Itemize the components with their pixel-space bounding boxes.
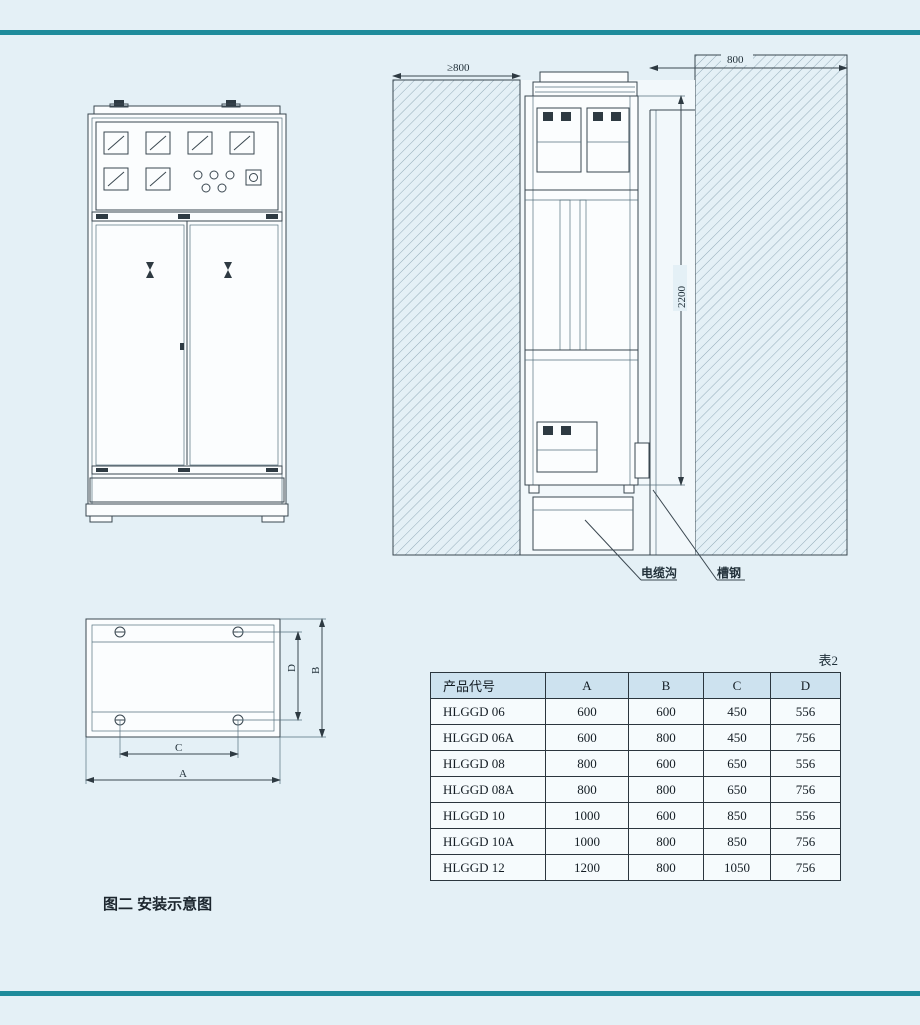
bottom-rule [0, 991, 920, 996]
cabinet-front-view [80, 100, 295, 530]
hinge-strip-bottom [91, 465, 283, 475]
door-handle-icon [146, 262, 232, 278]
product-code-cell: HLGGD 08A [430, 776, 546, 803]
indicator-lamp-icon [193, 170, 235, 193]
installation-section-view: ≥800 800 [385, 50, 855, 600]
foundation-pit [532, 496, 634, 551]
dimension-cell: 600 [628, 698, 704, 725]
dimension-cell: 650 [703, 776, 771, 803]
dim-a-label: A [179, 768, 187, 780]
dimension-cell: 556 [770, 698, 841, 725]
cabinet-plan-view: D B C A [78, 612, 348, 807]
column-header: D [770, 672, 841, 699]
control-switch-icon [245, 169, 262, 186]
channel-steel-callout: 槽钢 [652, 489, 745, 581]
column-header: B [628, 672, 704, 699]
dim-right-label: 800 [727, 54, 744, 66]
dimension-cell: 1000 [545, 802, 629, 829]
clearance-dimension-right: 800 [649, 52, 848, 71]
cabinet-section [524, 71, 650, 494]
dimension-cell: 1200 [545, 854, 629, 881]
dimension-cell: 600 [628, 750, 704, 777]
dimension-cell: 800 [628, 828, 704, 855]
wall-hatching [392, 54, 848, 556]
dimension-cell: 800 [628, 854, 704, 881]
dimension-cell: 756 [770, 854, 841, 881]
dim-c-label: C [175, 742, 182, 754]
product-code-cell: HLGGD 06 [430, 698, 546, 725]
dimension-cell: 1000 [545, 828, 629, 855]
dim-d-label: D [286, 664, 298, 672]
figure-caption: 图二 安装示意图 [103, 896, 213, 913]
dimension-cell: 800 [545, 776, 629, 803]
dimension-cell: 850 [703, 828, 771, 855]
dimension-cell: 800 [628, 776, 704, 803]
instrument-panel [95, 121, 279, 211]
dimension-cell: 450 [703, 698, 771, 725]
width-dimensions: C A [85, 720, 281, 784]
meter-icon [103, 131, 255, 155]
dimension-cell: 650 [703, 750, 771, 777]
dimension-cell: 600 [545, 724, 629, 751]
cable-trench-label: 电缆沟 [641, 565, 677, 580]
door-lock-icon [180, 343, 184, 350]
cabinet-doors [95, 221, 279, 466]
product-code-cell: HLGGD 08 [430, 750, 546, 777]
ventilation-grille [89, 477, 285, 503]
dimension-cell: 556 [770, 750, 841, 777]
dimension-cell: 450 [703, 724, 771, 751]
dimension-cell: 600 [628, 802, 704, 829]
clearance-dimension-left: ≥800 [392, 60, 521, 79]
column-header: A [545, 672, 629, 699]
meter-icon [103, 167, 171, 191]
column-header: C [703, 672, 771, 699]
product-code-cell: HLGGD 10A [430, 828, 546, 855]
product-code-cell: HLGGD 12 [430, 854, 546, 881]
dimension-cell: 800 [545, 750, 629, 777]
dimension-cell: 600 [545, 698, 629, 725]
column-header: 产品代号 [430, 672, 546, 699]
dimension-cell: 850 [703, 802, 771, 829]
height-dimension: 2200 [638, 95, 688, 486]
product-code-cell: HLGGD 06A [430, 724, 546, 751]
top-rule [0, 30, 920, 35]
channel-steel-label: 槽钢 [717, 565, 741, 580]
dim-b-label: B [310, 667, 322, 674]
table-number-tag: 表2 [818, 653, 838, 668]
cable-trench-callout: 电缆沟 [584, 519, 677, 581]
lifting-rail [93, 100, 281, 115]
dimension-cell: 756 [770, 828, 841, 855]
dimension-cell: 556 [770, 802, 841, 829]
dimension-cell: 1050 [703, 854, 771, 881]
cabinet-base [85, 503, 289, 523]
depth-dimensions: D B [238, 618, 326, 738]
dimension-cell: 756 [770, 724, 841, 751]
dim-height-label: 2200 [676, 286, 688, 309]
dim-left-label: ≥800 [447, 62, 470, 74]
dimension-cell: 800 [628, 724, 704, 751]
product-code-cell: HLGGD 10 [430, 802, 546, 829]
dimension-cell: 756 [770, 776, 841, 803]
hinge-strip-top [91, 211, 283, 222]
